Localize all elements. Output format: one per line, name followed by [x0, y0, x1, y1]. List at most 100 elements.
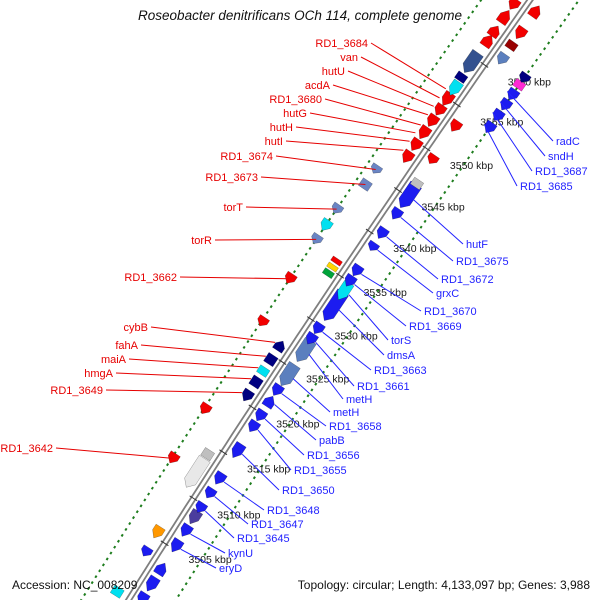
gene-label: van	[340, 52, 358, 64]
gene-label: hutG	[283, 108, 307, 120]
gene-glyph	[367, 239, 381, 251]
gene-label: hutF	[466, 239, 488, 251]
label-leader-line	[499, 101, 546, 157]
gene-glyph	[508, 0, 522, 10]
position-tick	[160, 540, 169, 547]
label-leader-line	[483, 124, 518, 187]
gene-glyph	[527, 5, 541, 20]
label-leader-line	[354, 284, 407, 327]
gene-label: RD1_3663	[374, 365, 427, 377]
label-leader-line	[245, 206, 337, 210]
backbone-line	[130, 0, 534, 600]
gene-label: RD1_3656	[307, 450, 360, 462]
gene-glyph	[257, 314, 271, 327]
gene-label: metH	[333, 407, 359, 419]
gene-label: RD1_3642	[0, 443, 53, 455]
gene-glyph	[320, 217, 334, 231]
gene-label: torS	[391, 335, 411, 347]
gene-glyph	[188, 507, 204, 525]
gene-glyph	[326, 261, 339, 273]
gene-glyph	[167, 450, 181, 464]
gene-glyph	[512, 77, 527, 92]
gene-label: RD1_3669	[409, 321, 462, 333]
gene-label: acdA	[305, 80, 331, 92]
label-leader-line	[348, 294, 389, 341]
gene-glyph	[418, 123, 433, 140]
position-tick	[248, 404, 257, 411]
gene-glyph	[200, 447, 216, 462]
gene-glyph	[434, 101, 448, 116]
gene-label: metH	[346, 394, 372, 406]
gene-glyph	[153, 562, 167, 578]
gene-glyph	[184, 454, 211, 488]
map-title: Roseobacter denitrificans OCh 114, compl…	[138, 8, 462, 23]
label-leader-line	[347, 70, 434, 107]
label-leader-line	[281, 393, 327, 427]
tick-label: 3505 kbp	[189, 554, 232, 566]
gene-label: RD1_3645	[237, 533, 290, 545]
accession-text: Accession: NC_008209	[12, 578, 138, 592]
gene-glyph	[515, 24, 529, 40]
position-tick	[335, 272, 345, 279]
label-leader-line	[412, 199, 464, 245]
gene-glyph	[402, 148, 416, 163]
gene-label: RD1_3648	[267, 505, 320, 517]
gene-glyph	[261, 395, 275, 410]
gene-glyph	[344, 272, 358, 287]
gene-glyph	[263, 352, 279, 368]
gene-glyph	[479, 34, 493, 50]
label-leader-line	[264, 418, 305, 456]
gene-glyph	[284, 270, 298, 284]
gene-glyph	[519, 70, 532, 83]
label-leader-line	[506, 91, 554, 142]
gene-glyph	[486, 25, 500, 40]
position-tick	[189, 495, 198, 502]
position-tick	[452, 101, 461, 108]
gene-glyph	[199, 401, 213, 414]
backbone-line	[124, 0, 529, 600]
gene-label: RD1_3673	[205, 172, 258, 184]
position-tick	[394, 187, 403, 193]
gene-label: eryD	[219, 563, 242, 575]
label-leader-line	[257, 429, 292, 471]
label-leader-line	[292, 378, 331, 413]
gene-label: hutU	[322, 66, 345, 78]
gene-glyph	[231, 440, 247, 459]
gene-glyph	[141, 544, 154, 557]
gene-glyph	[391, 205, 405, 220]
tick-label: 3550 kbp	[450, 160, 493, 172]
gene-glyph	[321, 267, 336, 280]
label-leader-line	[315, 342, 355, 387]
gene-glyph	[449, 78, 464, 96]
gene-glyph	[462, 48, 484, 73]
gene-glyph	[441, 89, 457, 106]
label-leader-line	[140, 344, 266, 357]
gene-label: RD1_3655	[294, 465, 347, 477]
gene-glyph	[248, 374, 264, 390]
gene-glyph	[500, 96, 514, 111]
gene-glyph	[330, 255, 343, 267]
gene-label: torR	[191, 235, 212, 247]
label-leader-line	[214, 238, 317, 241]
label-leader-line	[105, 389, 242, 394]
label-leader-line	[179, 276, 290, 280]
label-leader-line	[180, 548, 217, 569]
label-leader-line	[128, 358, 259, 369]
gene-glyph	[370, 162, 384, 174]
gene-glyph	[152, 523, 166, 539]
label-leader-line	[386, 236, 439, 280]
gene-glyph	[351, 262, 365, 277]
gene-glyph	[170, 536, 185, 553]
topology-text: Topology: circular; Length: 4,133,097 bp…	[297, 578, 590, 592]
gene-glyph	[311, 231, 324, 244]
gene-glyph	[242, 387, 256, 402]
gene-glyph	[331, 201, 345, 214]
tick-label: 3545 kbp	[421, 202, 464, 214]
gene-label: hutH	[270, 122, 293, 134]
gene-label: RD1_3649	[50, 385, 103, 397]
gene-glyph	[305, 330, 320, 345]
gene-label: torT	[223, 202, 243, 214]
position-tick	[219, 449, 228, 456]
label-leader-line	[285, 140, 404, 151]
